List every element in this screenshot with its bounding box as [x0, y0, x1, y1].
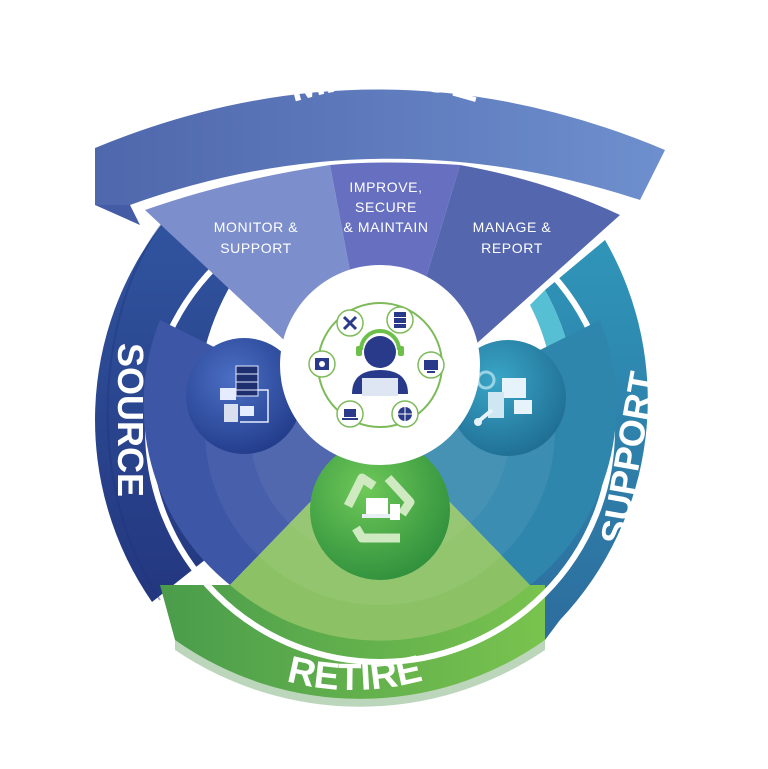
support-agent-icon	[352, 329, 408, 396]
manage-arc	[95, 89, 665, 225]
recycle-devices-icon	[343, 473, 415, 543]
wedge-improve-line3: & MAINTAIN	[343, 219, 428, 235]
source-label: SOURCE	[110, 343, 151, 497]
gear-screen-icon	[308, 350, 336, 378]
wedge-monitor-line2: SUPPORT	[220, 240, 292, 256]
wedge-report-line1: MANAGE &	[473, 219, 552, 235]
monitor-check-icon	[417, 351, 445, 379]
wedge-monitor-line1: MONITOR &	[214, 219, 299, 235]
globe-shield-icon	[391, 400, 419, 428]
wedge-report-line2: REPORT	[481, 240, 543, 256]
server-hardware-icon	[220, 365, 269, 423]
tools-icon	[336, 309, 364, 337]
laptop-icon	[336, 400, 364, 428]
repair-devices-icon	[474, 370, 532, 426]
server-icon	[386, 306, 414, 334]
wedge-improve-line1: IMPROVE,	[349, 179, 422, 195]
wedge-improve-line2: SECURE	[355, 199, 417, 215]
